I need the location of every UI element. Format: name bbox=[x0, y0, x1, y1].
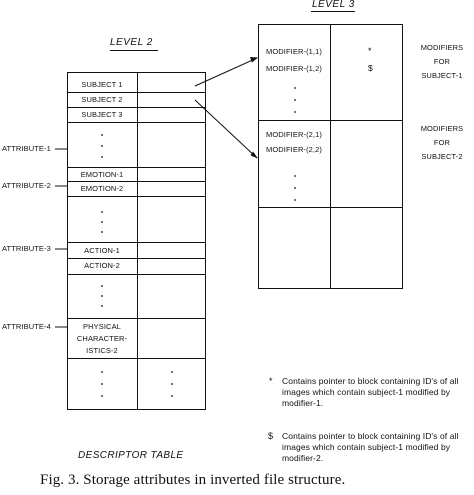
pointer-arrow-subject2 bbox=[194, 99, 258, 159]
descriptor-table-label: DESCRIPTOR TABLE bbox=[78, 450, 184, 461]
level3-title: LEVEL 3 bbox=[312, 0, 355, 10]
level2-cell-physical: PHYSICAL bbox=[83, 322, 121, 331]
attribute-label-3: ATTRIBUTE-3 bbox=[2, 244, 51, 253]
level2-cell-action-1: ACTION-1 bbox=[84, 246, 120, 255]
note-1-mark: * bbox=[269, 376, 273, 386]
level3-mark-asterisk: * bbox=[368, 46, 372, 56]
level2-cell-emotion-1: EMOTION-1 bbox=[80, 170, 124, 179]
level3-title-underline bbox=[311, 11, 355, 12]
level2-title: LEVEL 2 bbox=[110, 37, 153, 48]
pointer-arrow-subject1 bbox=[194, 57, 258, 87]
note-2-mark: $ bbox=[268, 431, 274, 441]
level3-modifier-2-2: MODIFIER-(2,2) bbox=[266, 145, 322, 154]
side-label-1-line-3: SUBJECT-1 bbox=[421, 71, 463, 80]
level3-modifier-1-2: MODIFIER-(1,2) bbox=[266, 64, 322, 73]
level2-title-underline bbox=[110, 50, 158, 51]
note-1-text: Contains pointer to block containing ID'… bbox=[282, 376, 459, 408]
side-label-2-line-1: MODIFIERS bbox=[420, 124, 464, 133]
level2-cell-subject-3: SUBJECT 3 bbox=[81, 110, 123, 119]
figure-caption: Fig. 3. Storage attributes in inverted f… bbox=[40, 472, 346, 488]
note-2-text: Contains pointer to block containing ID'… bbox=[282, 431, 459, 463]
level2-cell-action-2: ACTION-2 bbox=[84, 261, 120, 270]
level3-modifier-2-1: MODIFIER-(2,1) bbox=[266, 130, 322, 139]
side-label-2-line-2: FOR bbox=[433, 138, 451, 147]
level3-mark-dollar: $ bbox=[368, 63, 373, 73]
attribute-label-2: ATTRIBUTE-2 bbox=[2, 181, 51, 190]
side-label-2-line-3: SUBJECT-2 bbox=[421, 152, 463, 161]
side-label-1-line-2: FOR bbox=[433, 57, 451, 66]
level2-cell-character: CHARACTER- bbox=[76, 334, 128, 343]
level2-cell-subject-2: SUBJECT 2 bbox=[81, 95, 123, 104]
level2-cell-subject-1: SUBJECT 1 bbox=[81, 80, 123, 89]
side-label-1-line-1: MODIFIERS bbox=[420, 43, 464, 52]
level2-table-outline bbox=[67, 72, 206, 410]
attribute-label-1: ATTRIBUTE-1 bbox=[2, 144, 51, 153]
level2-cell-emotion-2: EMOTION-2 bbox=[80, 184, 124, 193]
level2-cell-istics: ISTICS-2 bbox=[86, 346, 118, 355]
attribute-label-4: ATTRIBUTE-4 bbox=[2, 322, 51, 331]
level3-modifier-1-1: MODIFIER-(1,1) bbox=[266, 47, 322, 56]
